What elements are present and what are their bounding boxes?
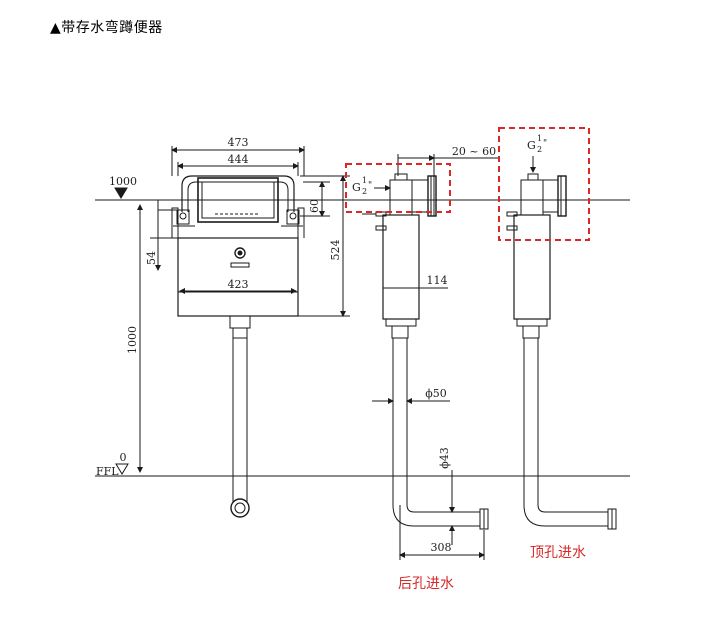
thread-label-top: G 1 2 " <box>527 134 547 154</box>
svg-text:2: 2 <box>362 187 367 196</box>
dim-phi43: ϕ43 <box>438 447 451 469</box>
dim-1000-vertical: 1000 <box>126 326 139 354</box>
ffl-label: FFL <box>96 465 119 478</box>
svg-text:1: 1 <box>362 176 367 185</box>
rear-inlet-side-view <box>362 173 489 530</box>
dim-444: 444 <box>228 153 249 166</box>
level-1000-label: 1000 <box>109 175 137 188</box>
dim-phi50: ϕ50 <box>425 387 447 400</box>
dim-423: 423 <box>228 278 249 291</box>
top-inlet-side-view <box>506 156 617 530</box>
svg-text:": " <box>543 139 547 149</box>
cistern-front-view <box>171 175 305 518</box>
ffl-marker <box>115 463 129 475</box>
dim-524: 524 <box>329 240 342 261</box>
rear-inlet-label: 后孔进水 <box>398 576 454 592</box>
dim-473: 473 <box>228 136 249 149</box>
level-0-label: 0 <box>120 451 127 464</box>
dim-60: 60 <box>308 199 321 213</box>
svg-text:1: 1 <box>537 134 542 143</box>
svg-text:G: G <box>352 181 361 194</box>
dim-20-60: 20 ~ 60 <box>452 145 496 158</box>
svg-text:": " <box>368 181 372 191</box>
level-1000-marker <box>114 187 128 199</box>
svg-text:G: G <box>527 139 536 152</box>
figure-caption: ▲带存水弯蹲便器 <box>50 20 163 36</box>
rear-inlet-highlight <box>345 163 451 213</box>
svg-text:2: 2 <box>537 145 542 154</box>
top-inlet-label: 顶孔进水 <box>530 545 586 561</box>
dim-54: 54 <box>145 251 158 265</box>
thread-label-rear: G 1 2 " <box>352 176 372 196</box>
top-inlet-highlight <box>498 127 590 241</box>
dim-114: 114 <box>427 274 448 287</box>
dim-308: 308 <box>431 541 452 554</box>
